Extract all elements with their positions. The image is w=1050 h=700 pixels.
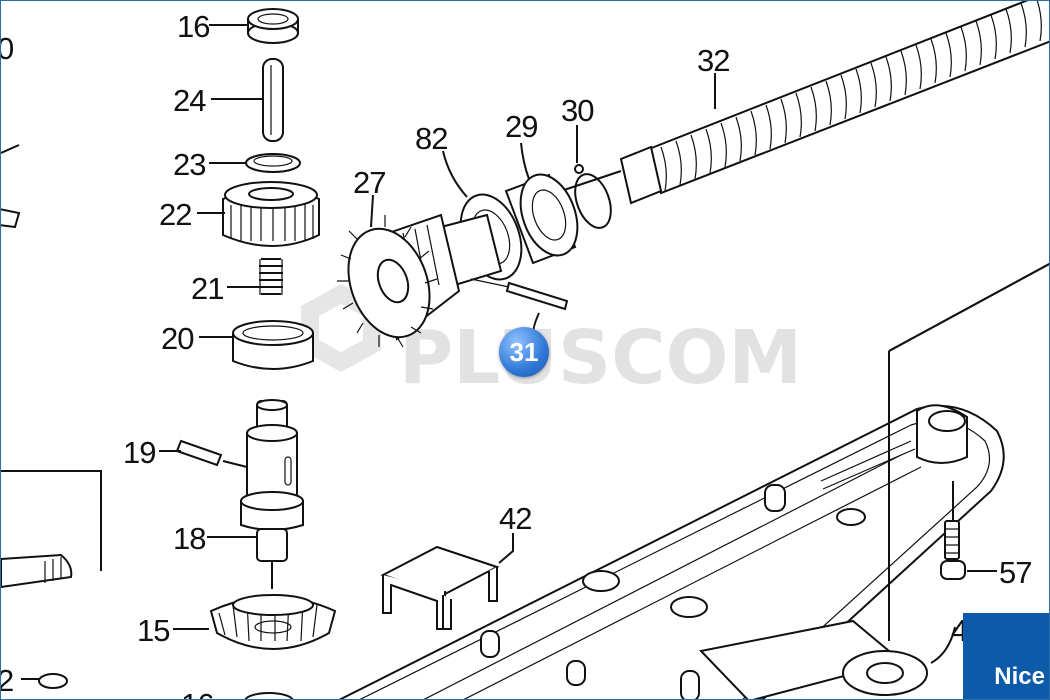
part-16-ring [247, 8, 299, 44]
watermark: PLUSCOM [301, 284, 802, 401]
label-29: 29 [505, 109, 537, 144]
part-29-bearing [504, 173, 579, 265]
part-21-spring [259, 258, 283, 295]
label-30: 30 [561, 93, 594, 128]
callout-labels: 16 24 23 22 21 20 19 18 15 27 82 29 30 3… [1, 9, 1032, 700]
label-15: 15 [137, 613, 169, 648]
part-24-pin [262, 58, 284, 142]
part-23-circlip [245, 153, 301, 173]
label-82: 82 [415, 121, 447, 156]
part-18-shaft [240, 399, 304, 589]
label-57: 57 [999, 555, 1031, 590]
label-24: 24 [173, 83, 206, 118]
left-edge-fragments [1, 144, 102, 689]
label-20: 20 [161, 321, 194, 356]
part-31-pin [470, 278, 569, 311]
label-edge-bottom-left: 2 [1, 663, 13, 698]
label-32: 32 [697, 43, 729, 78]
part-16-ring-lower [244, 692, 294, 699]
leader-4 [930, 626, 956, 664]
label-42: 42 [499, 501, 531, 536]
part-19-roll-pin [175, 439, 248, 468]
part-30-circlip [574, 164, 612, 229]
label-edge-bottom: 16 [181, 687, 213, 700]
label-edge-top-left: 0 [1, 31, 14, 66]
part-32-spiral-shaft [560, 1, 1049, 205]
label-19: 19 [123, 435, 155, 470]
part-15-bevel-gear [209, 594, 337, 650]
label-23: 23 [173, 147, 205, 182]
brand-logo: Nice [963, 613, 1049, 699]
part-42-bracket [380, 545, 500, 630]
part-22-spur-gear [222, 181, 320, 247]
leader-lines [159, 24, 716, 630]
label-27: 27 [353, 165, 385, 200]
part-20-bush [232, 320, 314, 370]
label-16: 16 [177, 9, 209, 44]
part-31-hotspot[interactable]: 31 [499, 327, 549, 377]
watermark-text: PLUSCOM [399, 315, 802, 401]
housing-rail [338, 262, 1049, 699]
part-57-screw [940, 481, 997, 580]
screw-icon [21, 673, 68, 689]
label-18: 18 [173, 521, 205, 556]
label-21: 21 [191, 271, 223, 306]
part-27-bevel-pinion [337, 213, 503, 348]
label-22: 22 [159, 197, 191, 232]
